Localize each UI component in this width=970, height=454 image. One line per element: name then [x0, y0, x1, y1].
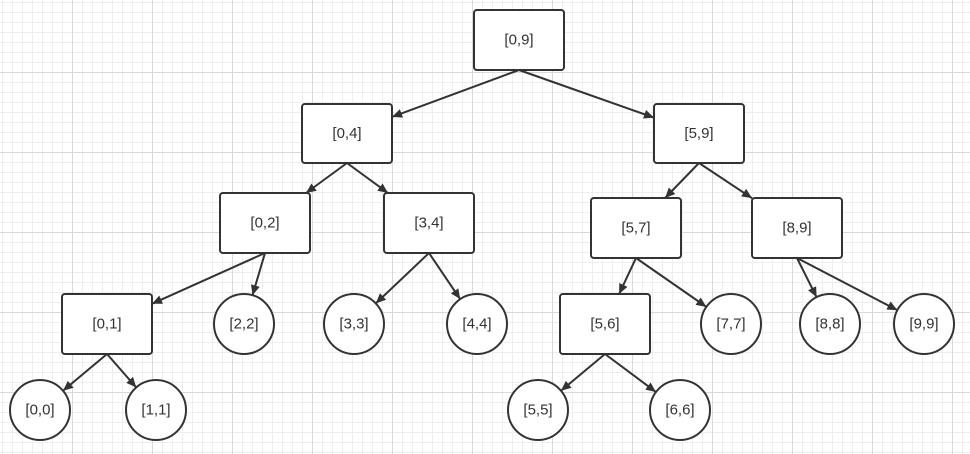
- tree-node-n22: [2,2]: [213, 293, 275, 355]
- tree-node-n02: [0,2]: [219, 192, 311, 254]
- tree-node-n99: [9,9]: [893, 293, 955, 355]
- tree-node-n01: [0,1]: [61, 293, 153, 355]
- tree-node-n66: [6,6]: [649, 379, 711, 441]
- leaf-node-circle: [649, 379, 711, 441]
- node-label: [4,4]: [462, 316, 491, 333]
- internal-node-box: [61, 293, 153, 355]
- edge-n09-n04: [391, 69, 520, 118]
- leaf-node-circle: [446, 293, 508, 355]
- tree-node-n33: [3,3]: [323, 293, 385, 355]
- node-label: [5,5]: [523, 402, 552, 419]
- edge-n56-n66: [604, 353, 657, 393]
- edge-n02-n22: [251, 252, 266, 296]
- tree-node-n00: [0,0]: [9, 379, 71, 441]
- tree-node-n59: [5,9]: [653, 103, 745, 164]
- internal-node-box: [653, 103, 745, 164]
- leaf-node-circle: [213, 293, 275, 355]
- node-label: [0,1]: [92, 316, 121, 333]
- internal-node-box: [383, 192, 475, 254]
- node-label: [5,9]: [684, 125, 713, 142]
- node-label: [0,9]: [504, 32, 533, 49]
- node-label: [1,1]: [141, 402, 170, 419]
- leaf-node-circle: [700, 293, 762, 355]
- edge-n34-n44: [428, 252, 462, 300]
- internal-node-box: [559, 293, 651, 355]
- tree-node-n09: [0,9]: [473, 9, 565, 71]
- leaf-node-circle: [323, 293, 385, 355]
- leaf-node-circle: [125, 379, 187, 441]
- node-label: [8,9]: [782, 220, 811, 237]
- internal-node-box: [751, 197, 843, 259]
- node-label: [8,8]: [815, 316, 844, 333]
- leaf-node-circle: [9, 379, 71, 441]
- node-label: [5,7]: [621, 220, 650, 237]
- edge-n01-n11: [106, 353, 137, 389]
- leaf-node-circle: [507, 379, 569, 441]
- edge-n59-n89: [698, 162, 753, 199]
- edge-n89-n88: [796, 257, 818, 298]
- edge-n02-n01: [151, 252, 266, 305]
- edge-n57-n77: [635, 257, 707, 308]
- edge-n57-n56: [618, 257, 637, 295]
- internal-node-box: [590, 197, 682, 259]
- node-label: [7,7]: [716, 316, 745, 333]
- node-label: [6,6]: [665, 402, 694, 419]
- edge-n09-n59: [518, 69, 655, 119]
- node-label: [3,3]: [339, 316, 368, 333]
- edge-n89-n99: [796, 257, 898, 312]
- tree-node-n55: [5,5]: [507, 379, 569, 441]
- node-label: [0,2]: [250, 215, 279, 232]
- tree-node-n04: [0,4]: [301, 103, 393, 164]
- leaf-node-circle: [799, 293, 861, 355]
- internal-node-box: [473, 9, 565, 71]
- edges-layer: [62, 69, 898, 393]
- edge-n59-n57: [664, 162, 700, 199]
- tree-node-n89: [8,9]: [751, 197, 843, 259]
- edge-n04-n34: [346, 162, 389, 194]
- node-label: [3,4]: [414, 215, 443, 232]
- edge-n34-n33: [375, 252, 430, 305]
- leaf-node-circle: [893, 293, 955, 355]
- tree-node-n56: [5,6]: [559, 293, 651, 355]
- node-label: [5,6]: [590, 316, 619, 333]
- tree-node-n88: [8,8]: [799, 293, 861, 355]
- tree-node-n77: [7,7]: [700, 293, 762, 355]
- edge-n01-n00: [62, 353, 108, 392]
- node-label: [0,4]: [332, 125, 361, 142]
- tree-node-n11: [1,1]: [125, 379, 187, 441]
- edge-n04-n02: [305, 162, 348, 194]
- tree-node-n44: [4,4]: [446, 293, 508, 355]
- tree-node-n34: [3,4]: [383, 192, 475, 254]
- nodes-layer: [0,9] [0,4] [5,9] [0,2] [3,4] [5,7] [8,9] [0,1]…: [9, 9, 955, 441]
- node-label: [9,9]: [909, 316, 938, 333]
- internal-node-box: [301, 103, 393, 164]
- internal-node-box: [219, 192, 311, 254]
- tree-node-n57: [5,7]: [590, 197, 682, 259]
- edge-n56-n55: [560, 353, 606, 392]
- node-label: [2,2]: [229, 316, 258, 333]
- node-label: [0,0]: [25, 402, 54, 419]
